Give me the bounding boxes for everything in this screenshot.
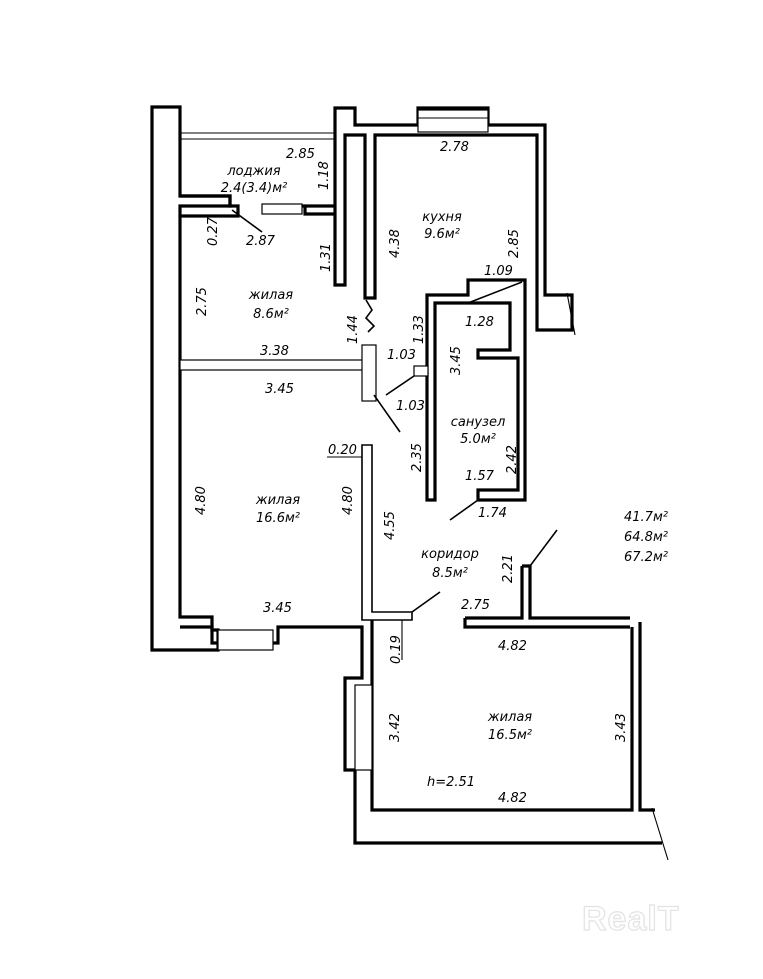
loggia-door [261, 203, 303, 215]
room-name-bathroom: санузел [451, 415, 506, 430]
dim-living-left: 4.80 [194, 486, 209, 515]
dim-kitchen-step: 1.09 [484, 264, 513, 279]
dim-bedroom1-height: 2.75 [195, 287, 210, 316]
room-area-room3: 16.5м² [488, 728, 532, 743]
kitchen-window [417, 109, 489, 133]
dim-door-133: 1.33 [412, 315, 427, 344]
room3-window [354, 684, 373, 771]
dim-living-top: 3.45 [265, 382, 294, 397]
dim-room3-top: 4.82 [498, 639, 527, 654]
dim-corridor-235: 2.35 [410, 443, 425, 472]
door-jamb [361, 344, 377, 402]
total-area-with-loggia: 67.2м² [624, 550, 668, 565]
room-name-loggia: лоджия [226, 164, 280, 179]
outer-wall-left [150, 105, 232, 652]
dim-living-right: 4.80 [341, 486, 356, 515]
total-living-area: 41.7м² [624, 510, 668, 525]
door-swing-corridor [449, 499, 479, 521]
dim-room3-left: 3.42 [388, 713, 403, 742]
room3-top-wall [463, 564, 630, 629]
door-swing-room3 [529, 529, 558, 567]
opening-break [364, 299, 376, 333]
dim-wall-027: 0.27 [206, 216, 221, 246]
room-name-room3: жилая [487, 710, 532, 725]
living-bottom-wall [180, 625, 364, 685]
room-area-bedroom1: 8.6м² [253, 307, 289, 322]
dim-corridor-left: 4.55 [383, 511, 398, 540]
ceiling-height: h=2.51 [427, 775, 475, 790]
door-swing-bedroom [373, 394, 401, 433]
dim-door-103b: 1.03 [396, 399, 425, 414]
shaft-diagonal [467, 281, 523, 304]
room-name-corridor: коридор [421, 547, 479, 562]
watermark-logo: RealT [582, 900, 680, 938]
total-area: 64.8м² [624, 530, 668, 545]
partition-bedroom1-living [179, 359, 366, 371]
dim-bedroom1-wall: 1.31 [319, 243, 334, 272]
dim-living-bottom: 3.45 [263, 601, 292, 616]
room-area-bathroom: 5.0м² [460, 432, 496, 447]
dim-room3-bottom: 4.82 [498, 791, 527, 806]
dim-bath-bottom: 1.57 [465, 469, 495, 484]
door-swing-bath [385, 375, 415, 396]
room-name-bedroom1: жилая [248, 288, 293, 303]
dim-door-103a: 1.03 [387, 348, 416, 363]
dim-loggia-door: 2.87 [246, 234, 276, 249]
dim-room3-right: 3.43 [614, 713, 629, 742]
loggia-bottom-wall-left [180, 194, 240, 218]
room-area-corridor: 8.5м² [432, 566, 468, 581]
living-window [217, 629, 274, 651]
dim-kitchen-left: 4.38 [388, 229, 403, 258]
room-area-living: 16.6м² [256, 511, 300, 526]
room-name-kitchen: кухня [422, 210, 462, 225]
dim-bath-right: 2.42 [505, 445, 520, 474]
dim-loggia-width: 2.85 [286, 147, 315, 162]
door-swing-living [411, 591, 441, 613]
dim-loggia-depth: 1.18 [317, 161, 332, 190]
dim-opening-144: 1.44 [346, 315, 361, 344]
room-area-loggia: 2.4(3.4)м² [221, 181, 288, 196]
dim-kitchen-right: 2.85 [507, 229, 522, 258]
dim-kitchen-width: 2.78 [440, 140, 469, 155]
dim-corridor-275: 2.75 [461, 598, 490, 613]
dim-wall-019: 0.19 [389, 635, 404, 664]
room-area-kitchen: 9.6м² [424, 227, 460, 242]
dim-bath-outer: 1.74 [478, 506, 507, 521]
dim-bedroom1-width: 3.38 [260, 344, 289, 359]
dim-bath-left: 3.45 [449, 346, 464, 375]
room-name-living: жилая [255, 493, 300, 508]
bathroom-walls [425, 278, 527, 502]
dim-bath-top: 1.28 [465, 315, 494, 330]
bath-door-jamb [413, 365, 429, 377]
dim-corridor-221: 2.21 [501, 554, 516, 583]
loggia-bottom-wall-right [298, 204, 335, 216]
dim-wall-020: 0.20 [328, 443, 357, 458]
